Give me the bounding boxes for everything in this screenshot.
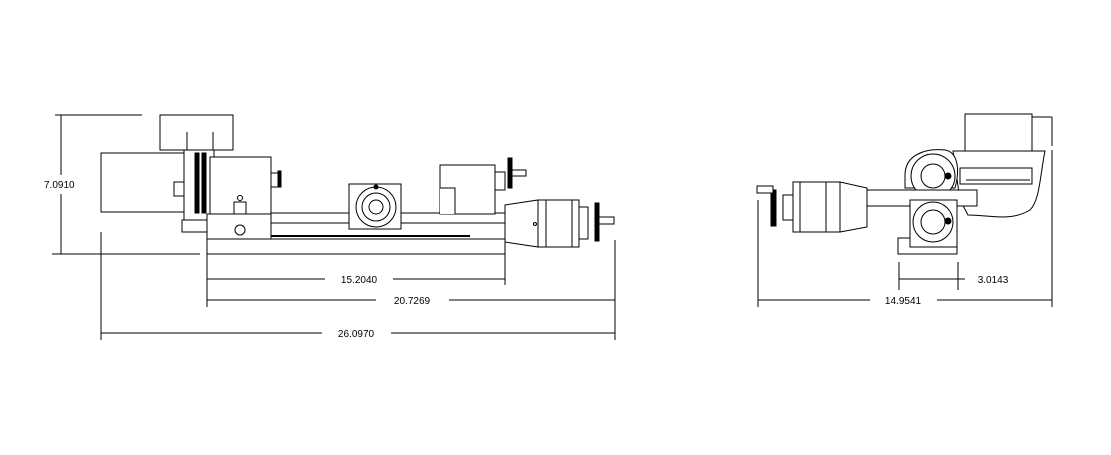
chuck-body [792, 181, 841, 233]
carriage [348, 183, 402, 230]
spindle-nose [270, 172, 279, 188]
dim-overall-width: 14.9541 [885, 296, 922, 307]
pulley-belt [201, 152, 207, 214]
handwheel-icon [770, 189, 777, 227]
spindle-collar [277, 170, 282, 188]
lock-knob-icon [234, 224, 246, 236]
dim-overall-length: 26.0970 [338, 329, 375, 340]
chuck-taper [839, 181, 868, 233]
chuck-body [537, 199, 580, 248]
dim-bed-to-tail: 20.7269 [394, 296, 431, 307]
dim-bed-length: 15.2040 [341, 275, 378, 286]
dim-carriage-width: 3.0143 [978, 275, 1009, 286]
dim-height: 7.0910 [44, 180, 75, 191]
end-view-dimensions [757, 150, 1053, 307]
chuck-handwheel-icon [594, 202, 600, 242]
bed-base [206, 238, 506, 255]
end-view-lathe [756, 113, 1053, 255]
side-view-lathe [100, 114, 615, 255]
pulley-belt [194, 152, 200, 214]
tailstock-handwheel-icon [507, 157, 513, 189]
motor-shaft [173, 181, 185, 197]
belt-guard-foot [181, 219, 208, 233]
chuck-taper [504, 199, 539, 248]
motor-box [964, 113, 1033, 152]
motor-top-box [159, 114, 234, 151]
side-view-dimensions [52, 114, 616, 340]
